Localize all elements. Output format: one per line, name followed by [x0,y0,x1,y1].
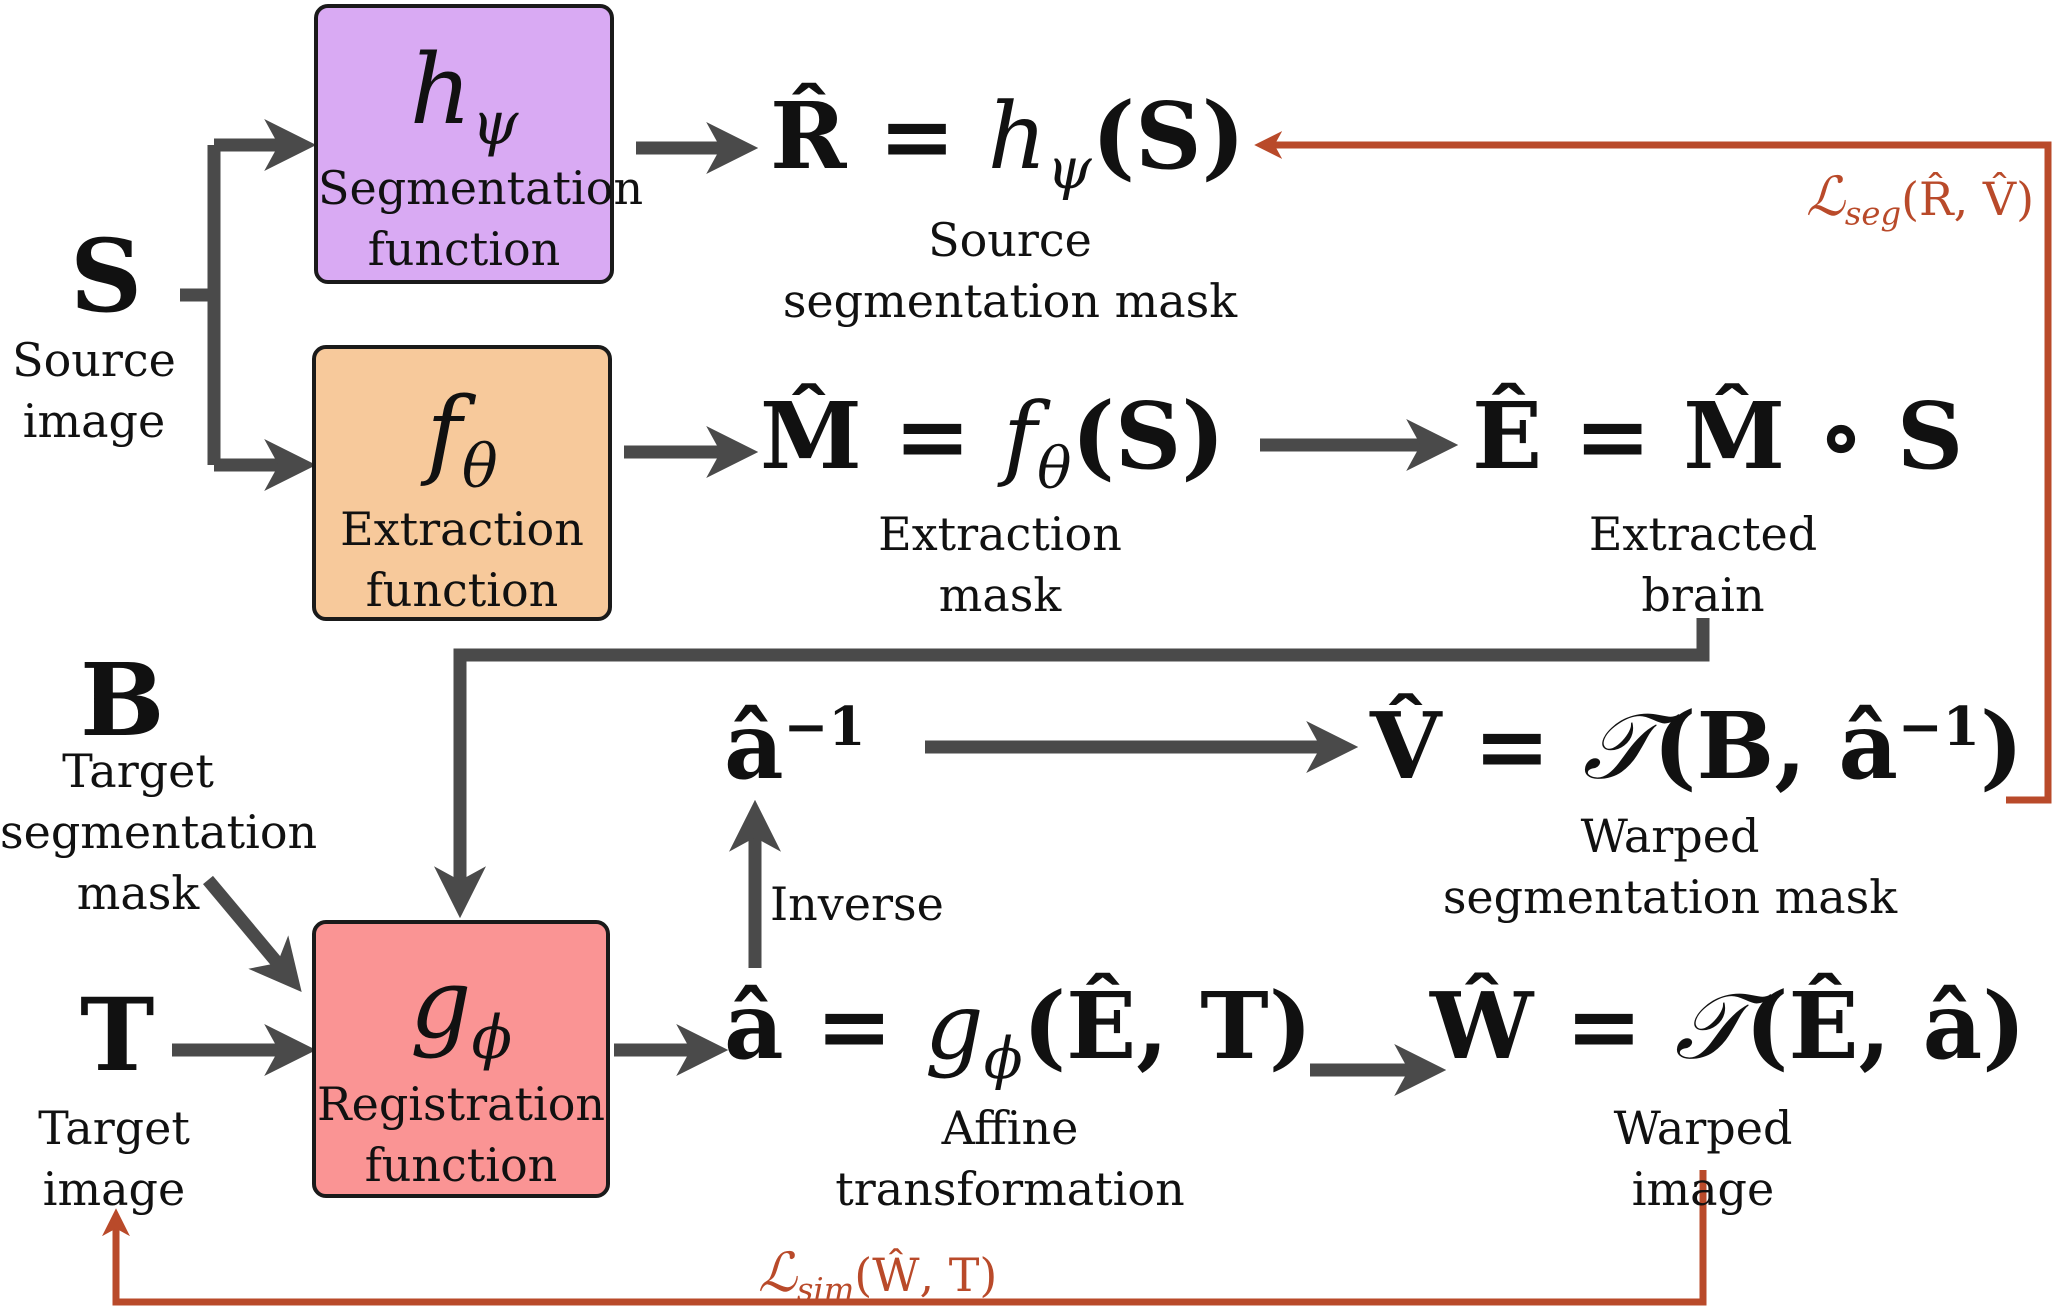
loss-sim-label: ℒsim(Ŵ, T) [758,1241,998,1309]
target-label: Target image [38,1101,190,1216]
source-stem [180,145,221,465]
target-seg-symbol: B [80,641,165,759]
warped-img-label: Warped image [1613,1101,1793,1216]
extraction-label: Extraction function [340,502,584,617]
source-label: Source image [12,333,176,448]
extraction-function-box: fθ Extraction function [312,345,612,621]
target-seg-label: Target segmentation mask [0,744,318,920]
arrow-brain-to-registration [434,618,1710,919]
registration-function-box: gϕ Registration function [312,920,610,1198]
source-symbol: S [70,217,143,335]
segmentation-symbol: hψ [409,34,519,159]
warped-seg-label: Warped segmentation mask [1442,809,1898,924]
registration-symbol: gϕ [409,948,513,1073]
seg-mask-label: Source segmentation mask [782,213,1238,328]
inverse-symbol: â−1 [724,692,866,801]
affine-equation: â = gϕ(Ê, T) [724,972,1313,1092]
loss-seg-label: ℒseg(R̂, V̂) [1806,165,2035,233]
brain-equation: Ê = M̂ ∘ S [1472,382,1964,490]
registration-label: Registration function [316,1077,606,1192]
ext-mask-equation: M̂ = fθ(S) [760,382,1225,502]
brain-label: Extracted brain [1588,507,1818,622]
arrow-target-seg-to-registration [203,875,302,992]
segmentation-function-box: hψ Segmentation function [314,4,644,284]
inverse-label: Inverse [770,877,944,931]
extraction-symbol: fθ [426,377,498,502]
loss-sim-connector [102,1170,1707,1306]
affine-label: Affine transformation [835,1101,1185,1216]
segmentation-label: Segmentation function [318,161,644,276]
warped-img-equation: Ŵ = 𝒯(Ê, â) [1430,972,2026,1080]
loss-seg-connector [1254,131,2052,804]
warped-seg-equation: V̂ = 𝒯(B, â−1) [1370,692,2024,801]
seg-mask-equation: R̂ = hψ(S) [770,82,1246,202]
ext-mask-label: Extraction mask [878,507,1122,622]
target-symbol: T [80,976,155,1094]
